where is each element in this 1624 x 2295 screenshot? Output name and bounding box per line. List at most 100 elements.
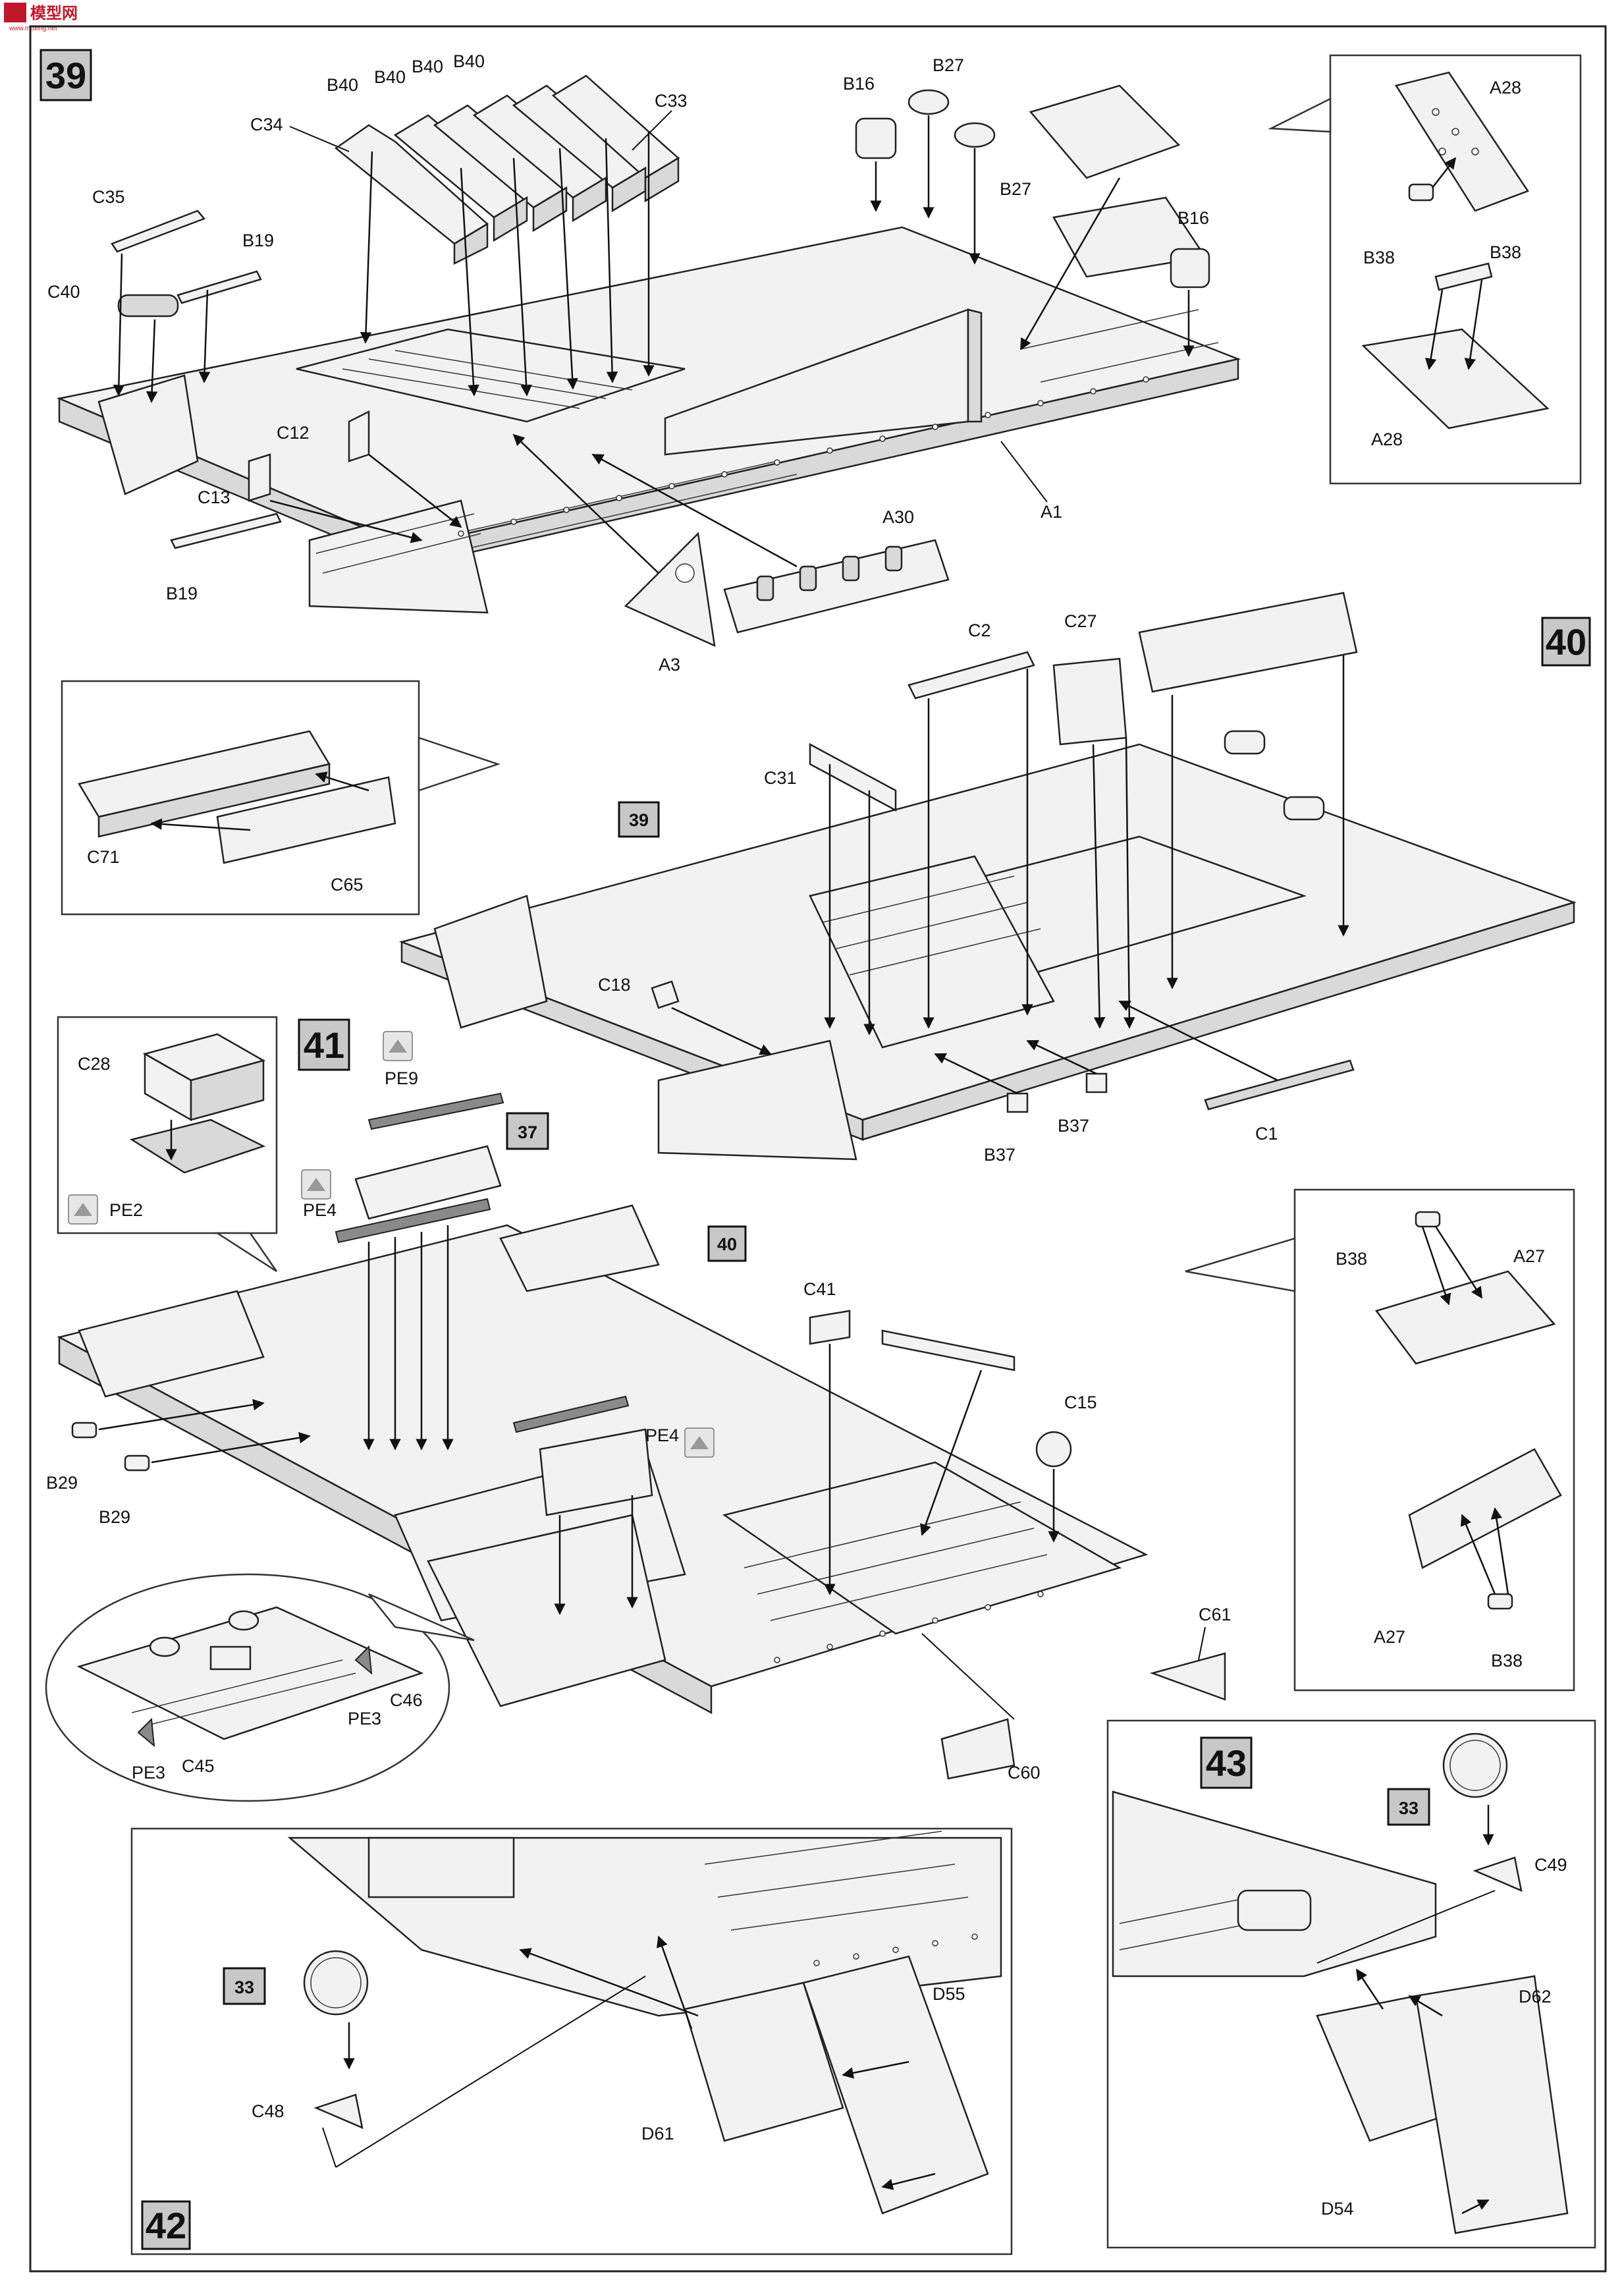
inset-a27: B38 A27 A27 B38 [1185, 1188, 1575, 1692]
label-c48: C48 [252, 2101, 284, 2121]
step-42-number-box [141, 2200, 191, 2250]
hull-step41-rivets [774, 1591, 1044, 1663]
step-39-number: 39 [45, 55, 86, 96]
part-c41 [809, 1310, 851, 1345]
step-41-number: 41 [304, 1024, 344, 1066]
part-pe3-2 [137, 1717, 155, 1748]
part-b29-1 [71, 1422, 97, 1439]
watermark-logo: 模型网 www.moxing.net [4, 3, 78, 32]
part-b38-1 [1408, 183, 1434, 202]
label-b40-4: B40 [453, 51, 485, 71]
label-c18: C18 [598, 975, 631, 995]
part-c48 [313, 2093, 364, 2130]
part-long-bar [881, 1329, 1015, 1371]
part-c49 [1473, 1856, 1523, 1893]
step-40: 40 39 [398, 592, 1591, 1165]
label-c15: C15 [1064, 1393, 1097, 1412]
step-41-number-box [298, 1018, 350, 1071]
part-d55 [802, 1955, 989, 2215]
step-33-ref-box-a [223, 1967, 266, 2005]
part-headlight-42 [303, 1950, 369, 2016]
part-b38-3 [1415, 1211, 1441, 1228]
label-b38-1: B38 [1363, 248, 1395, 267]
part-pe4-1 [335, 1198, 491, 1244]
label-pe4-2: PE4 [645, 1425, 679, 1445]
label-c41: C41 [803, 1279, 836, 1299]
label-b27-1: B27 [933, 55, 964, 75]
step-43-number-box [1200, 1736, 1253, 1789]
part-step37-assembly [354, 1145, 502, 1220]
part-b16-2 [1170, 248, 1210, 289]
step-33-ref-b: 33 [1399, 1798, 1419, 1818]
part-b19-2 [170, 512, 282, 549]
step-40-ref: 40 [717, 1234, 737, 1254]
pe-mark-2 [301, 1169, 331, 1200]
label-b37-1: B37 [984, 1145, 1015, 1165]
inset-a28: A28 B38 B38 A28 [1268, 54, 1582, 485]
part-pe2-frame [129, 1119, 266, 1174]
pe-mark-3 [684, 1427, 715, 1458]
engine-deck-covers [296, 74, 686, 423]
label-a28-2: A28 [1371, 429, 1403, 449]
step-40-number: 40 [1546, 621, 1586, 663]
label-a28-1: A28 [1490, 78, 1521, 97]
label-c61: C61 [1199, 1605, 1232, 1624]
label-a3: A3 [659, 655, 680, 675]
label-b38-3: B38 [1336, 1249, 1367, 1269]
hull-floor-a1 [56, 196, 1241, 614]
part-pe4-2 [512, 1395, 630, 1433]
label-c27: C27 [1064, 611, 1097, 631]
inset-c71-c65: C71 C65 [61, 680, 501, 916]
parts-left-group [111, 209, 370, 549]
part-b38-2 [1434, 262, 1493, 291]
arrow-c33-1 [460, 167, 479, 397]
step-40-number-box [1541, 617, 1591, 667]
label-c12: C12 [277, 423, 310, 443]
label-c60: C60 [1008, 1763, 1041, 1783]
a28-top-rivets [1432, 108, 1479, 155]
step-39-number-box [40, 49, 92, 101]
label-pe2: PE2 [109, 1200, 143, 1220]
part-b27-2 [954, 122, 996, 148]
part-c61 [1149, 1652, 1226, 1701]
part-b16-1 [855, 117, 897, 159]
label-b27-2: B27 [1000, 179, 1031, 199]
part-c13 [248, 453, 271, 502]
pe-mark-inset [68, 1194, 98, 1225]
a30-hinges [756, 545, 903, 601]
detail-bubble-pe3: PE3 PE3 C45 C46 [45, 1573, 475, 1802]
label-c40: C40 [47, 282, 80, 302]
label-a30: A30 [882, 507, 914, 527]
watermark-url: www.moxing.net [9, 25, 57, 32]
part-b37-2 [1085, 1072, 1108, 1093]
part-b38-4 [1487, 1593, 1513, 1610]
label-b37-2: B37 [1058, 1116, 1089, 1136]
part-c1 [1204, 1059, 1355, 1111]
hull-step40 [398, 730, 1577, 1161]
step-42-number: 42 [146, 2205, 186, 2246]
watermark-text: 模型网 [30, 5, 78, 22]
hull-rivets [458, 376, 1149, 537]
part-c65 [216, 776, 396, 864]
step-37-ref: 37 [518, 1122, 537, 1142]
label-a27-1: A27 [1513, 1246, 1545, 1266]
step-40-ref-box [707, 1225, 747, 1262]
part-headlight-43 [1442, 1732, 1508, 1798]
arrow-c34 [360, 151, 373, 344]
part-c18 [651, 980, 680, 1009]
part-d61 [684, 1981, 844, 2142]
label-c2: C2 [968, 621, 991, 640]
step-39-ref: 39 [629, 810, 649, 830]
part-b19-1 [176, 270, 262, 304]
label-d54: D54 [1321, 2199, 1354, 2219]
label-a27-2: A27 [1374, 1627, 1405, 1647]
label-pe3-1: PE3 [348, 1709, 381, 1728]
page-frame [29, 25, 1607, 2273]
label-b16-1: B16 [843, 74, 875, 94]
step-37-ref-box [506, 1112, 549, 1150]
part-c15 [1035, 1431, 1072, 1468]
label-b29-1: B29 [46, 1473, 78, 1493]
label-c31: C31 [764, 768, 797, 788]
label-c45: C45 [182, 1756, 215, 1776]
